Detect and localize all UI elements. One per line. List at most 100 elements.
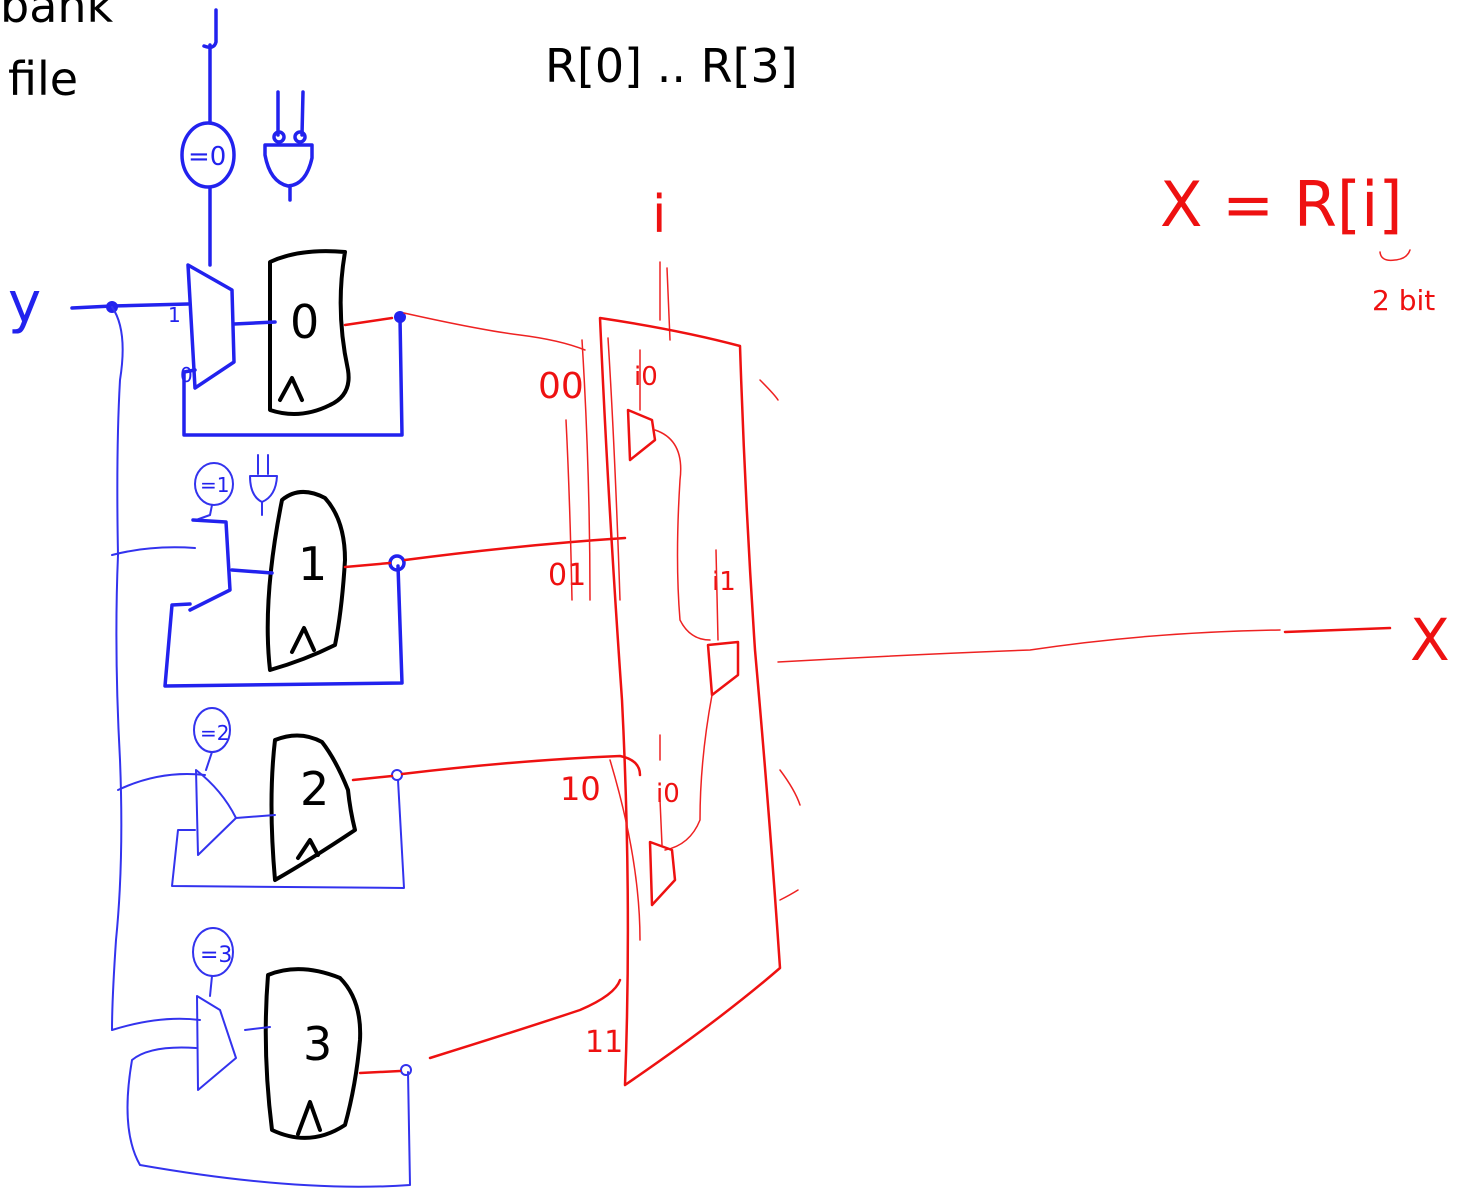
registers-heading: R[0] .. R[3] bbox=[545, 39, 798, 93]
register-1: 1 bbox=[265, 490, 347, 672]
input-y-label: y bbox=[8, 271, 41, 336]
write-mux-1-out bbox=[230, 568, 274, 575]
reg-3-output-wire bbox=[358, 1069, 402, 1075]
write-mux-0: 1 0 bbox=[168, 263, 277, 390]
write-mux-3 bbox=[196, 995, 271, 1091]
reg-0-out-node bbox=[394, 311, 406, 323]
and-gate-0 bbox=[263, 90, 314, 202]
register-0-outline bbox=[268, 249, 351, 416]
select-code-11: 11 bbox=[585, 1025, 623, 1060]
y-bus-tap-2 bbox=[117, 773, 206, 791]
decoder-2: =2 bbox=[193, 707, 231, 771]
inner-mux-mid-sel: i1 bbox=[712, 567, 736, 597]
write-mux-1 bbox=[188, 518, 274, 612]
feedback-loop-0 bbox=[182, 316, 404, 437]
read-line-1 bbox=[403, 536, 627, 562]
inner-mux-mid-body bbox=[706, 640, 740, 697]
inner-mux-bottom-sel: i0 bbox=[656, 779, 680, 809]
and-gate-0-bubble-b bbox=[293, 130, 307, 144]
decoder-0-circle bbox=[180, 121, 236, 189]
write-mux-1-body bbox=[188, 518, 232, 612]
bank-file-title-line2: file bbox=[8, 52, 78, 106]
register-3-clock bbox=[296, 1100, 322, 1136]
select-code-01: 01 bbox=[548, 558, 586, 593]
read-line-2 bbox=[400, 754, 642, 777]
reg-1-output-wire bbox=[343, 561, 392, 569]
bank-file-title-line1: bank bbox=[0, 0, 114, 33]
select-i-label: i bbox=[652, 185, 666, 245]
read-line-3 bbox=[428, 978, 622, 1060]
reg-0-output-wire bbox=[343, 316, 394, 327]
decoder-3-out bbox=[209, 975, 213, 997]
register-1-clock bbox=[290, 626, 316, 654]
register-2-outline bbox=[269, 733, 357, 882]
decoder-2-out bbox=[205, 751, 213, 771]
write-mux-2 bbox=[195, 769, 276, 856]
y-bus-tap-1 bbox=[111, 546, 196, 556]
write-mux-0-body bbox=[186, 263, 236, 390]
and-gate-1-body bbox=[249, 475, 278, 503]
write-mux-3-out bbox=[244, 1026, 271, 1031]
read-mux-inner-2 bbox=[609, 379, 801, 941]
decoder-3: =3 bbox=[192, 927, 234, 997]
reg-2-out-node bbox=[391, 769, 403, 781]
inner-mux-bottom: i0 bbox=[648, 734, 680, 907]
register-0-label: 0 bbox=[290, 295, 319, 349]
inner-mux-top-wires bbox=[639, 349, 711, 641]
select-code-00: 00 bbox=[538, 366, 584, 407]
read-mux-inner-1 bbox=[565, 337, 621, 601]
input-y-bus bbox=[111, 306, 124, 1031]
write-mux-3-body bbox=[196, 995, 237, 1091]
select-i-wire bbox=[659, 261, 671, 341]
decoder-1: =1 bbox=[194, 454, 278, 521]
inner-mux-top-body bbox=[626, 408, 657, 462]
read-equation: X = R[i] 2 bit bbox=[1160, 168, 1435, 317]
decoder-0: =0 bbox=[180, 43, 236, 267]
read-mux-outline bbox=[598, 316, 782, 1087]
select-code-10: 10 bbox=[560, 770, 601, 808]
and-gate-0-in-b bbox=[300, 90, 305, 137]
register-0-clock bbox=[278, 376, 304, 402]
register-2-clock bbox=[296, 838, 320, 860]
register-3-outline bbox=[263, 967, 363, 1140]
inner-mux-top: i0 bbox=[626, 349, 711, 641]
write-mux-0-in1: 1 bbox=[168, 303, 181, 327]
inner-mux-mid-wires bbox=[664, 549, 719, 851]
register-0: 0 bbox=[268, 249, 351, 416]
feedback-loop-3 bbox=[126, 1046, 411, 1188]
decoder-1-circle bbox=[194, 462, 234, 506]
decoder-1-label: =1 bbox=[200, 473, 229, 497]
register-2: 2 bbox=[269, 733, 357, 882]
output-x-wire-end bbox=[1283, 626, 1392, 634]
register-3: 3 bbox=[263, 967, 363, 1140]
output-x-label: X bbox=[1410, 606, 1450, 674]
read-line-0 bbox=[403, 312, 586, 351]
register-3-label: 3 bbox=[303, 1017, 332, 1071]
bank-file-title: bank file bbox=[0, 0, 114, 106]
reg-2-output-wire bbox=[351, 774, 394, 782]
write-mux-2-body bbox=[195, 769, 237, 856]
write-mux-0-in0: 0 bbox=[180, 363, 193, 387]
and-gate-0-body bbox=[263, 143, 314, 188]
inner-mux-top-sel: i0 bbox=[634, 362, 658, 392]
decoder-2-label: =2 bbox=[200, 721, 229, 745]
write-enable-hook bbox=[202, 8, 218, 50]
register-1-label: 1 bbox=[298, 537, 327, 591]
feedback-loop-1 bbox=[163, 564, 404, 688]
equation-note: 2 bit bbox=[1372, 284, 1435, 317]
and-gate-1-in bbox=[257, 454, 269, 475]
decoder-1-out bbox=[195, 504, 213, 521]
decoder-0-label: =0 bbox=[188, 142, 226, 172]
reg-3-out-node bbox=[400, 1064, 412, 1076]
write-mux-2-out bbox=[235, 814, 276, 819]
feedback-loop-2 bbox=[171, 779, 405, 889]
and-gate-0-bubble-a bbox=[272, 130, 286, 144]
inner-mux-mid: i1 bbox=[664, 549, 740, 851]
equation-text: X = R[i] bbox=[1160, 168, 1403, 241]
decoder-3-label: =3 bbox=[200, 943, 232, 968]
output-x-wire bbox=[777, 629, 1281, 663]
write-mux-0-out bbox=[232, 320, 277, 326]
inner-mux-bottom-body bbox=[648, 840, 677, 907]
equation-brace bbox=[1379, 249, 1411, 262]
